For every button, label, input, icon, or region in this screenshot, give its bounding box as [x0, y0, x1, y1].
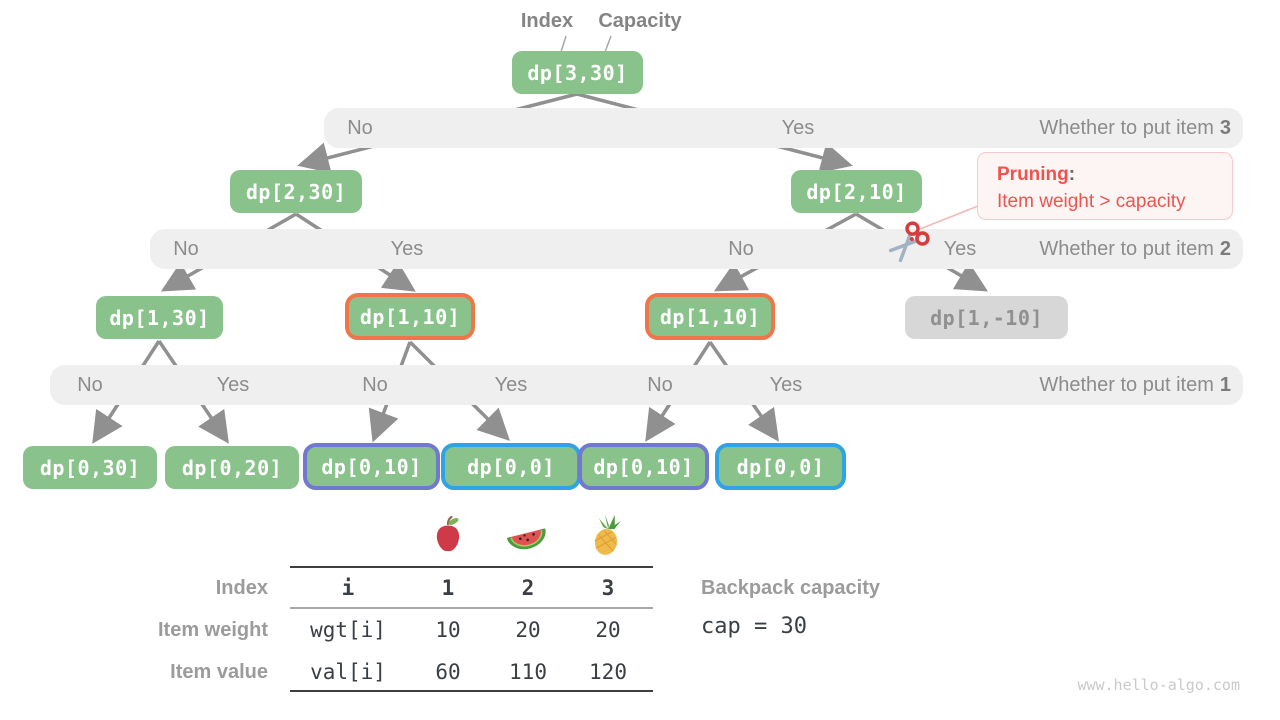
watermelon-icon	[506, 528, 546, 550]
band-question-text: Whether to put item	[1039, 374, 1214, 396]
scissors-icon	[888, 221, 930, 263]
table-cell: wgt[i]	[310, 618, 386, 642]
dp-node-1-neg10-pruned: dp[1,-10]	[905, 296, 1068, 339]
dp-node-0-10-purple: dp[0,10]	[578, 443, 709, 490]
table-row-label-weight: Item weight	[157, 619, 268, 641]
capacity-pointer-label: Capacity	[598, 10, 682, 32]
answer-label: No	[362, 374, 388, 396]
pineapple-icon	[594, 514, 621, 555]
dp-node-0-0-blue: dp[0,0]	[715, 443, 846, 490]
answer-label: No	[647, 374, 673, 396]
dp-node-1-30: dp[1,30]	[96, 296, 223, 339]
answer-label: Yes	[781, 117, 815, 139]
table-rule-top	[290, 566, 653, 568]
pruning-description: Item weight > capacity	[997, 191, 1186, 212]
dp-node-0-10-purple: dp[0,10]	[303, 443, 440, 490]
pruning-colon: :	[1068, 164, 1076, 185]
table-row-label-index: Index	[215, 577, 268, 599]
dp-node-2-10: dp[2,10]	[791, 170, 922, 213]
pruning-title: Pruning	[997, 164, 1069, 185]
answer-label: Yes	[390, 238, 424, 260]
table-rule-middle	[290, 607, 653, 609]
band-question-item-number: 2	[1219, 238, 1231, 260]
table-cell: i	[341, 576, 355, 600]
answer-label: No	[77, 374, 103, 396]
backpack-capacity-label: Backpack capacity	[701, 577, 881, 599]
table-cell: 60	[435, 660, 461, 684]
dp-node-0-0-blue: dp[0,0]	[441, 443, 581, 490]
decision-band-item1	[50, 365, 1243, 405]
band-question-item-number: 1	[1219, 374, 1231, 396]
decision-band-item3	[324, 108, 1243, 148]
dp-node-1-10-highlighted: dp[1,10]	[345, 293, 475, 340]
table-cell: 1	[441, 576, 455, 600]
watermark: www.hello-algo.com	[1077, 676, 1240, 694]
table-cell: 2	[521, 576, 535, 600]
table-cell: 3	[601, 576, 615, 600]
index-pointer-label: Index	[520, 10, 574, 32]
table-rule-bottom	[290, 690, 653, 692]
table-cell: 120	[589, 660, 627, 684]
dp-node-0-20: dp[0,20]	[165, 446, 299, 489]
backpack-capacity-value: cap = 30	[701, 614, 807, 639]
band-question-item-number: 3	[1219, 117, 1231, 139]
decision-band-item2	[150, 229, 1243, 269]
table-cell: val[i]	[310, 660, 386, 684]
pruning-callout: Pruning: Item weight > capacity	[977, 152, 1233, 220]
answer-label: No	[173, 238, 199, 260]
answer-label: No	[728, 238, 754, 260]
dp-node-2-30: dp[2,30]	[230, 170, 362, 213]
dp-node-1-10-highlighted: dp[1,10]	[645, 293, 775, 340]
answer-label: Yes	[494, 374, 528, 396]
answer-label: Yes	[216, 374, 250, 396]
apple-icon	[436, 515, 460, 552]
answer-label: Yes	[943, 238, 977, 260]
table-cell: 20	[515, 618, 541, 642]
table-row-label-value: Item value	[170, 661, 268, 683]
band-question-text: Whether to put item	[1039, 238, 1214, 260]
table-cell: 110	[509, 660, 547, 684]
table-cell: 10	[435, 618, 461, 642]
answer-label: Yes	[769, 374, 803, 396]
dp-node-0-30: dp[0,30]	[23, 446, 157, 489]
answer-label: No	[347, 117, 373, 139]
dp-node-root: dp[3,30]	[512, 51, 643, 94]
table-cell: 20	[595, 618, 621, 642]
band-question-text: Whether to put item	[1039, 117, 1214, 139]
